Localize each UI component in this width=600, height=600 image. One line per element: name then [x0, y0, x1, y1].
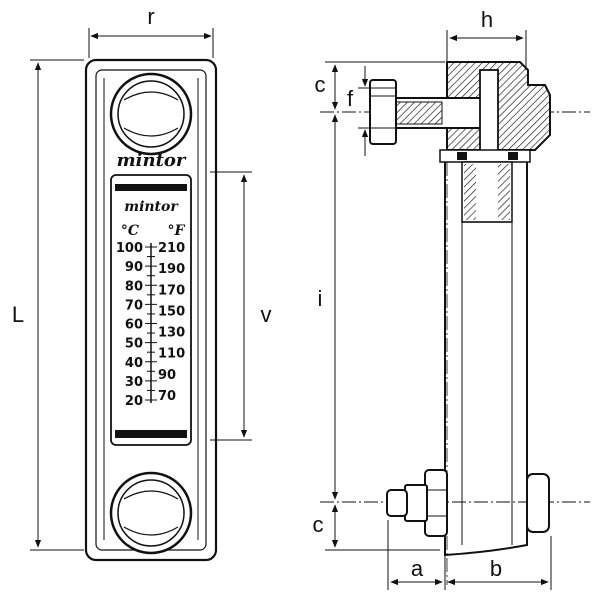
- celsius-unit: °C: [121, 223, 139, 239]
- celsius-tick-label: 80: [125, 279, 143, 294]
- dim-label-h: h: [481, 7, 493, 32]
- front-body-outline: [84, 58, 218, 562]
- celsius-tick-label: 40: [125, 356, 143, 371]
- fahrenheit-tick-label: 130: [158, 326, 185, 341]
- fahrenheit-tick-label: 190: [158, 262, 185, 277]
- dimension-i: i: [318, 114, 339, 500]
- dim-label-b: b: [490, 556, 502, 581]
- dim-label-c-bottom: c: [313, 512, 324, 537]
- dim-label-r: r: [147, 4, 154, 29]
- side-body-column: [444, 150, 528, 557]
- fahrenheit-tick-label: 110: [158, 347, 185, 362]
- dim-label-L: L: [12, 302, 24, 327]
- fahrenheit-tick-label: 90: [158, 368, 176, 383]
- fahrenheit-unit: °F: [168, 223, 186, 239]
- fahrenheit-tick-label: 150: [158, 304, 185, 319]
- dimension-c-top: c: [315, 61, 445, 110]
- celsius-tick-label: 30: [125, 375, 143, 390]
- front-view: mintor mintor °C °F 1009080706050403020 …: [84, 58, 218, 562]
- celsius-tick-label: 90: [125, 260, 143, 275]
- sight-glass-top-band: [115, 184, 187, 191]
- celsius-tick-label: 100: [116, 241, 143, 256]
- celsius-tick-label: 20: [125, 394, 143, 409]
- bottom-nut: [386, 469, 448, 537]
- dimension-r: r: [88, 4, 214, 58]
- dim-label-i: i: [318, 286, 323, 311]
- dimension-L: L: [12, 59, 84, 551]
- dimension-v: v: [210, 171, 272, 441]
- fahrenheit-tick-label: 70: [158, 389, 176, 404]
- dimension-c-bottom: c: [313, 504, 440, 551]
- fahrenheit-tick-label: 170: [158, 283, 185, 298]
- brand-label-body: mintor: [117, 150, 187, 171]
- dim-label-a: a: [411, 556, 424, 581]
- bottom-screw-head: [109, 471, 193, 555]
- brand-label-glass: mintor: [124, 199, 179, 215]
- celsius-tick-label: 50: [125, 337, 143, 352]
- bottom-cap: [526, 473, 550, 533]
- celsius-scale: 100 90 80 70 60 50 40 30 20: [116, 241, 143, 409]
- top-bolt-head: [369, 79, 397, 145]
- side-view: [320, 30, 590, 585]
- top-screw-head: [109, 72, 193, 156]
- celsius-tick-label: 60: [125, 318, 143, 333]
- dim-label-f: f: [347, 86, 354, 111]
- dim-label-c-top: c: [315, 72, 326, 97]
- dim-label-v: v: [261, 302, 272, 327]
- sight-glass-bottom-band: [115, 430, 187, 438]
- dimension-f: f: [347, 66, 395, 156]
- thermometer-ticks: [145, 246, 157, 401]
- fahrenheit-scale: 210 190 170 150 130 110 90 70: [158, 241, 185, 404]
- dimension-b: b: [447, 536, 552, 590]
- dimension-h: h: [446, 7, 527, 70]
- celsius-tick-label: 70: [125, 298, 143, 313]
- fahrenheit-tick-label: 210: [158, 241, 185, 256]
- dimension-a: a: [387, 520, 446, 590]
